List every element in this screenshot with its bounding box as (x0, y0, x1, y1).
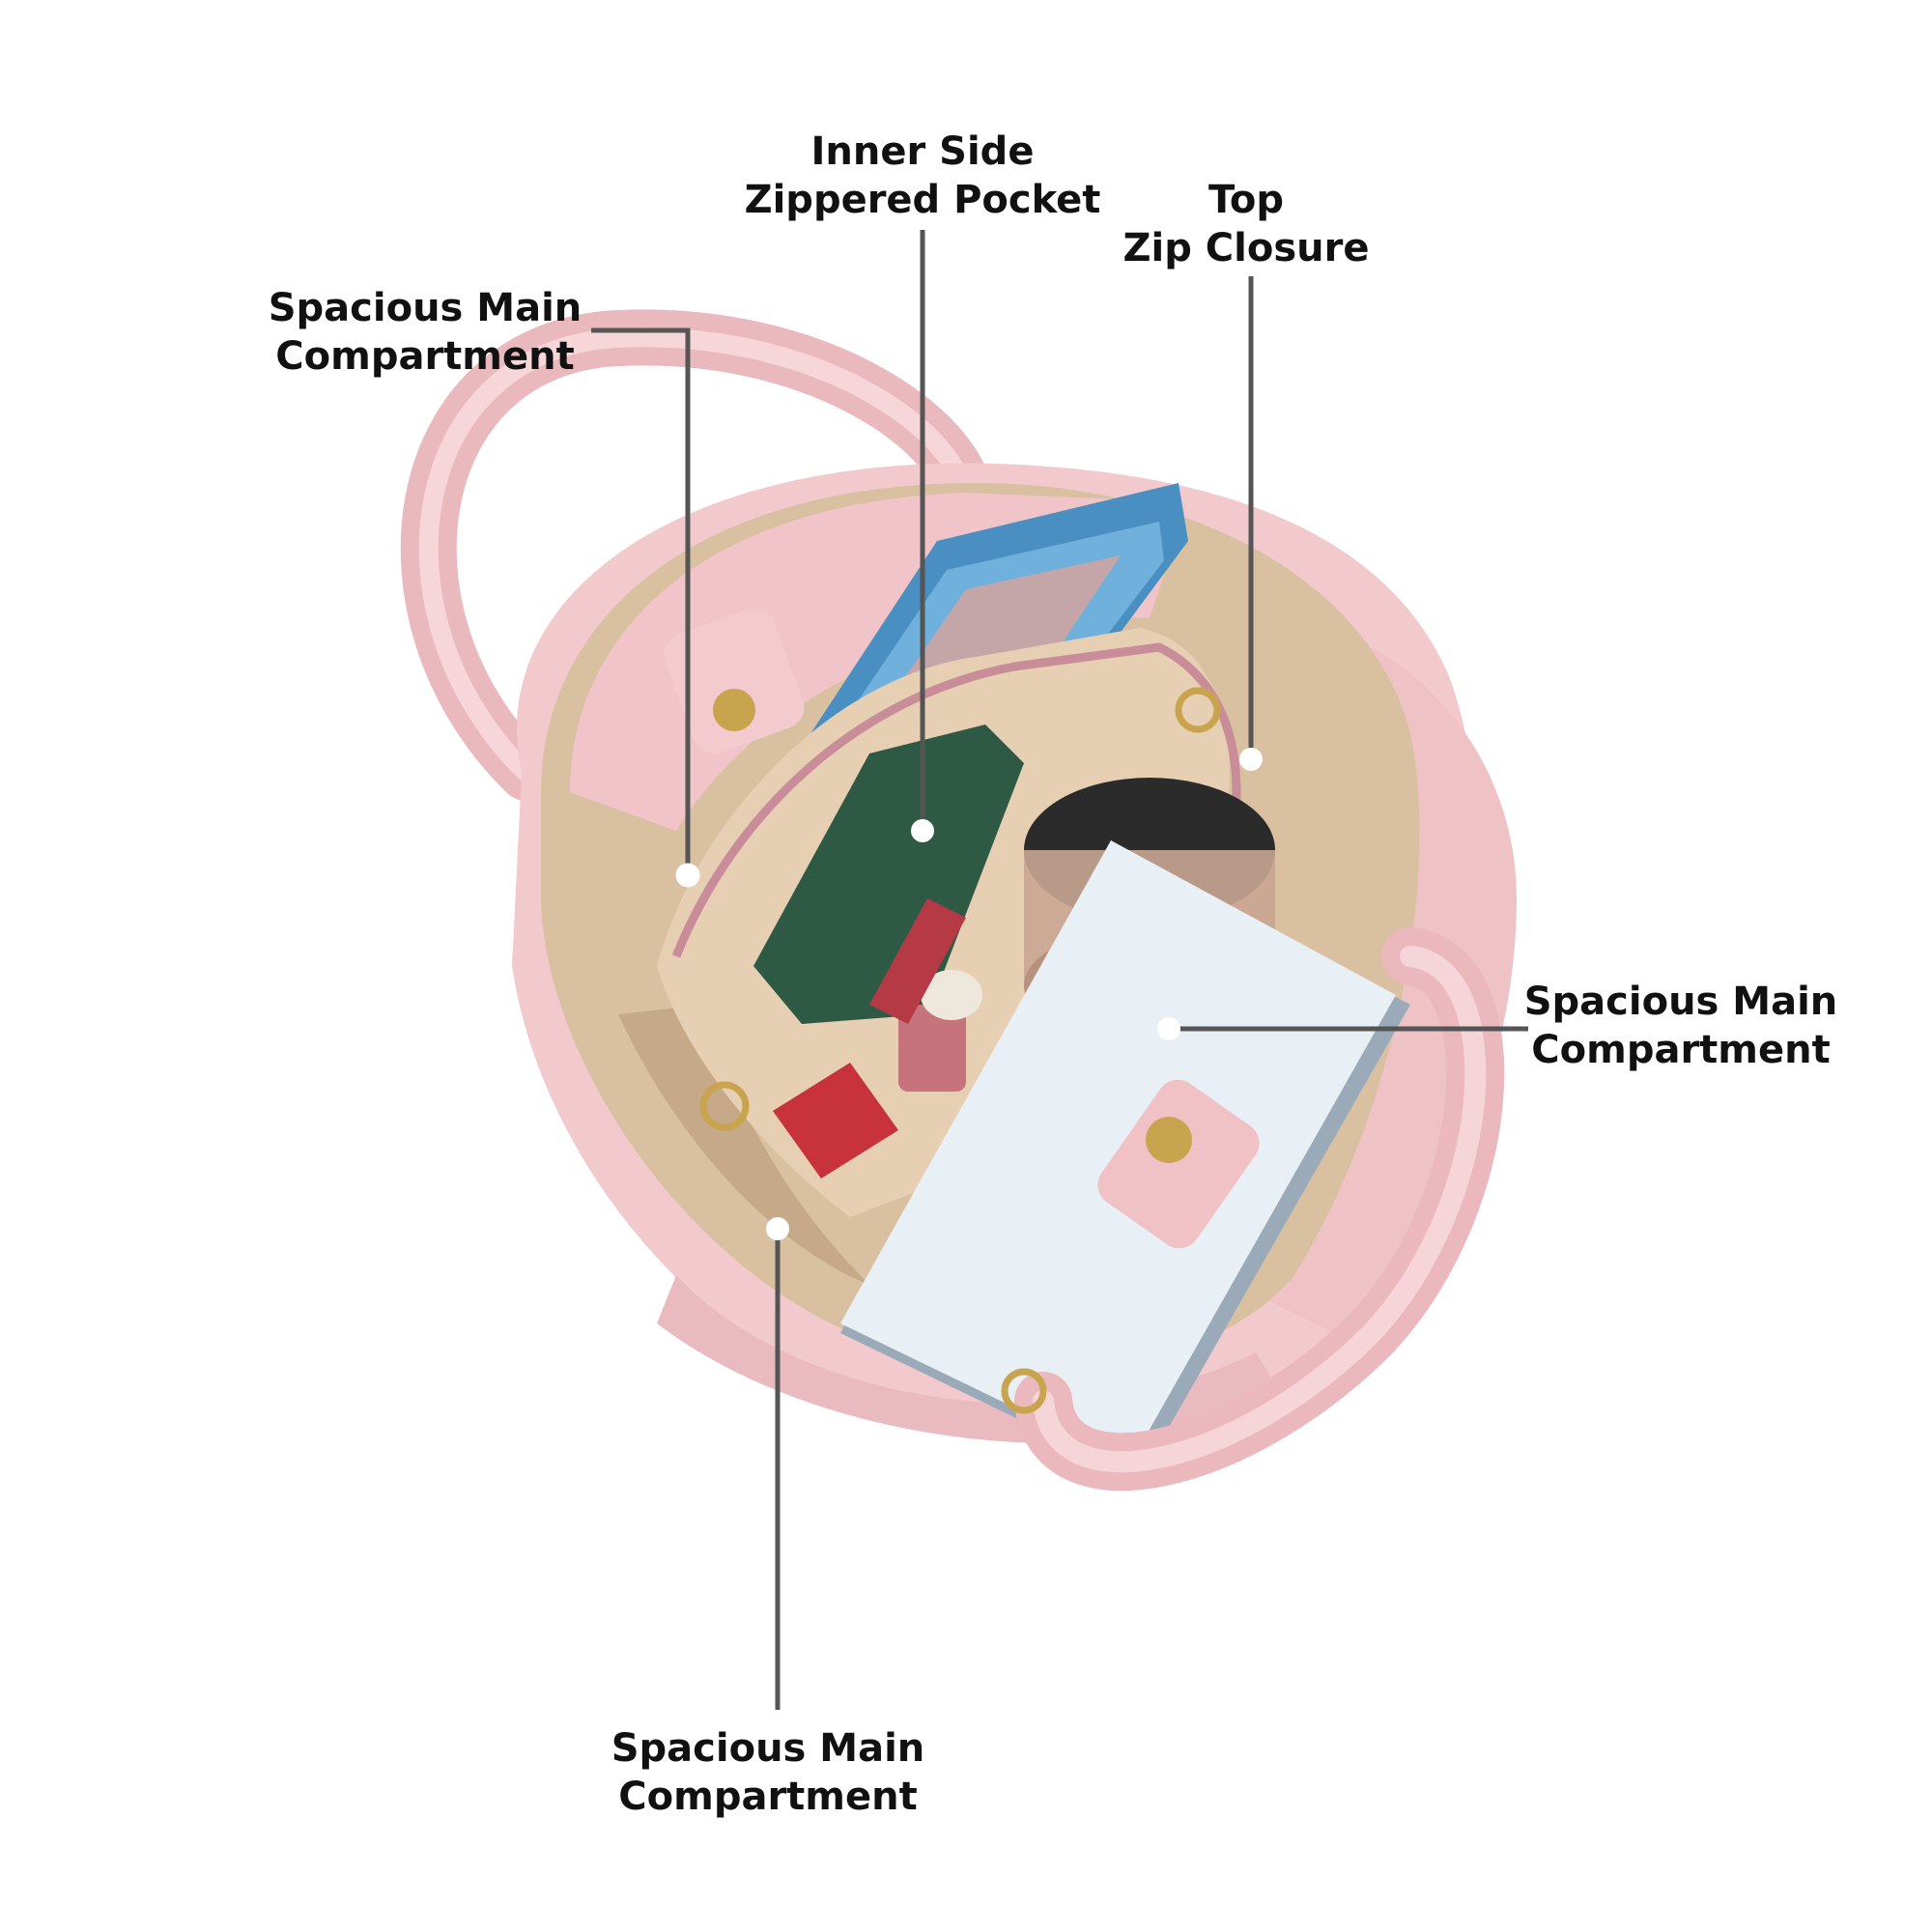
callout-line-1: Top (1208, 178, 1285, 222)
callout-dot-icon (1239, 748, 1263, 771)
callout-line-2: Compartment (275, 334, 575, 379)
callout-line-1: Spacious Main (611, 1726, 925, 1771)
callout-dot-icon (911, 819, 934, 842)
bottle (773, 1063, 898, 1179)
callout-dot-icon (675, 863, 700, 888)
callout-dot-icon (766, 1217, 789, 1240)
back-snap (713, 689, 755, 731)
callout-inner-side-pocket: Inner Side Zippered Pocket (720, 128, 1125, 224)
green-card-holder (753, 724, 1024, 1024)
front-tab (1097, 1079, 1260, 1249)
leader-upper-left (591, 327, 691, 875)
back-tab (664, 608, 805, 754)
callout-line-1: Inner Side (810, 129, 1035, 174)
lipstick (869, 898, 966, 1024)
lining-shadow (618, 1005, 869, 1285)
gold-ring-3 (1001, 1368, 1047, 1414)
callout-line-2: Zippered Pocket (744, 178, 1101, 222)
callout-line-1: Spacious Main (268, 286, 582, 330)
callout-top-zip-closure: Top Zip Closure (1082, 176, 1410, 272)
callout-main-compartment-right: Spacious Main Compartment (1517, 978, 1845, 1074)
gold-ring-2 (699, 1081, 750, 1131)
callout-main-compartment-bottom: Spacious Main Compartment (604, 1724, 932, 1821)
callout-dots (675, 748, 1263, 1240)
nail-polish (898, 970, 982, 1092)
right-handle-highlight (1033, 946, 1487, 1473)
callout-line-2: Zip Closure (1122, 226, 1370, 270)
left-handle-highlight (418, 327, 977, 782)
callout-line-2: Compartment (618, 1775, 918, 1819)
front-snap (1146, 1117, 1192, 1163)
gold-ring-1 (1175, 687, 1221, 733)
callout-dot-icon (1157, 1017, 1180, 1040)
leader-lines (591, 230, 1528, 1710)
callout-line-1: Spacious Main (1523, 980, 1838, 1024)
callout-main-compartment-upper-left: Spacious Main Compartment (261, 284, 589, 381)
callout-line-2: Compartment (1531, 1028, 1831, 1072)
